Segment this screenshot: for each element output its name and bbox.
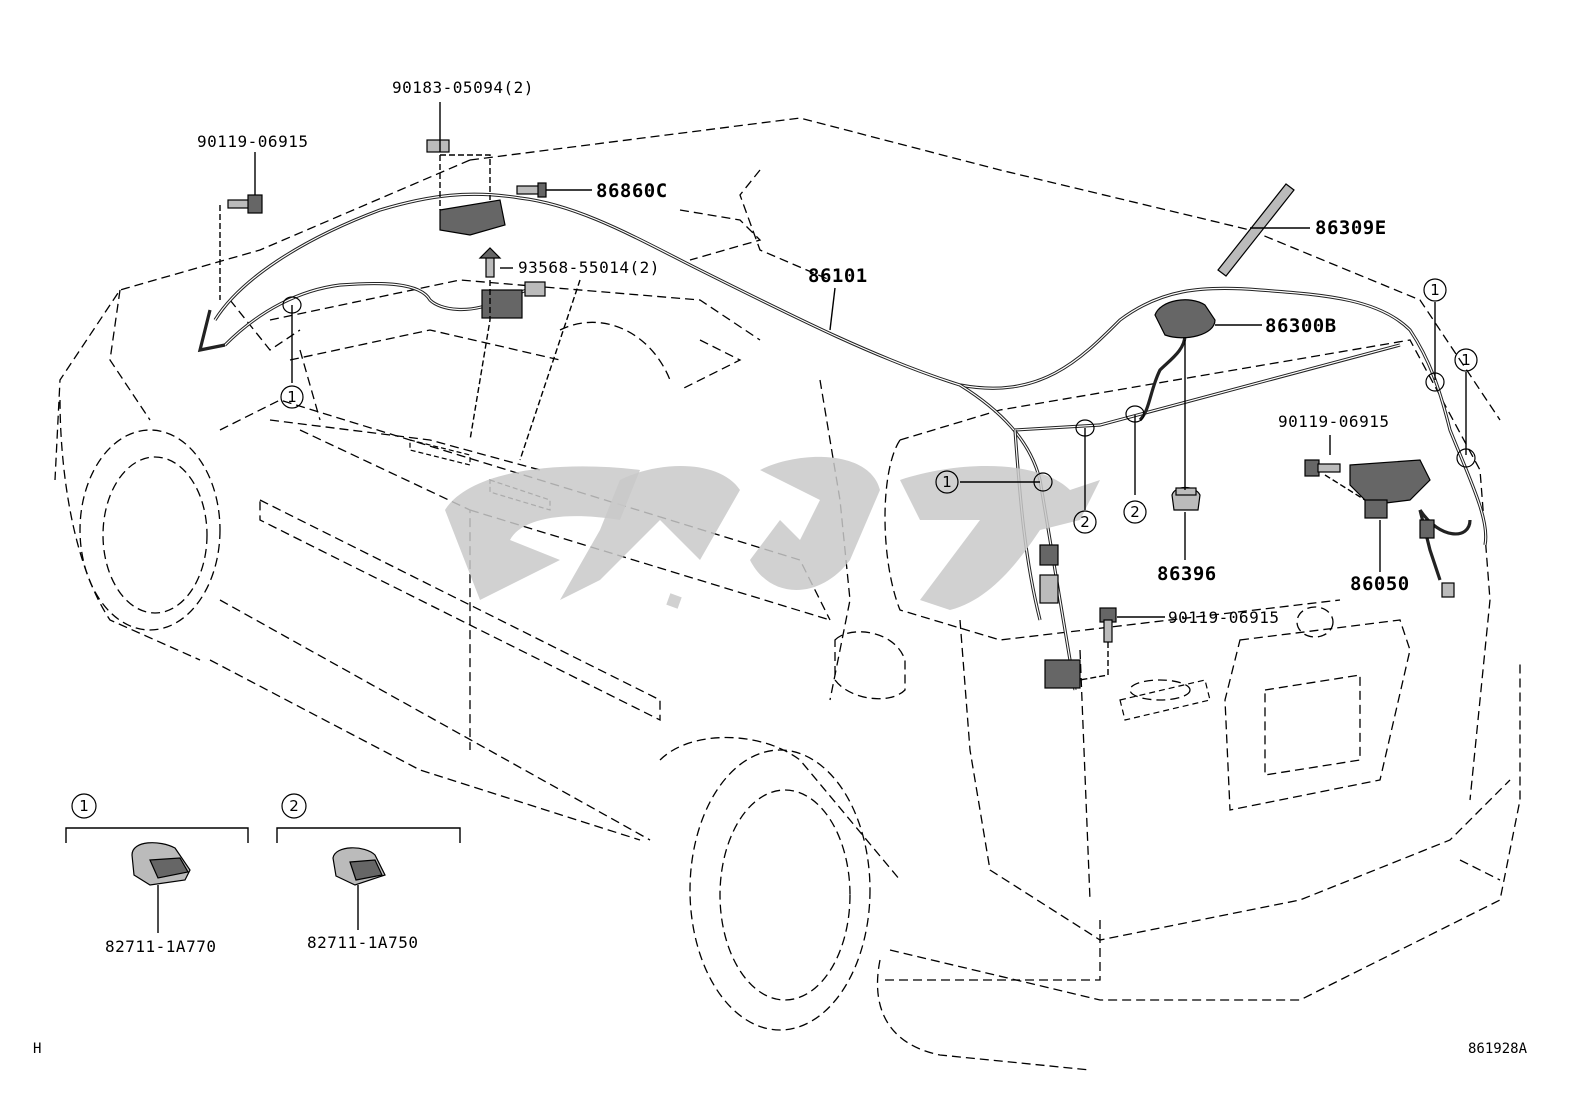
svg-text:1: 1 xyxy=(79,797,89,815)
car-body-outline xyxy=(54,117,1521,1071)
clamp-2-part xyxy=(332,847,386,886)
amplifier-part xyxy=(1349,459,1455,598)
bolt-right-part xyxy=(1304,459,1341,477)
callout-circle-2: 2 xyxy=(1123,500,1147,524)
label-93568-55014: 93568-55014(2) xyxy=(518,258,660,277)
clamp-1-part xyxy=(131,842,191,886)
label-90119-06915-front: 90119-06915 xyxy=(197,132,308,151)
antenna-rod-part xyxy=(1217,183,1295,277)
bolt-front-part xyxy=(227,194,263,214)
callout-circle-1: 1 xyxy=(1423,278,1447,302)
label-86300B: 86300B xyxy=(1265,315,1337,337)
label-90119-06915-rear: 90119-06915 xyxy=(1168,608,1279,627)
label-86309E: 86309E xyxy=(1315,217,1387,239)
screw-front-part xyxy=(478,247,502,278)
cord-86860C-connector xyxy=(516,182,547,198)
label-86101: 86101 xyxy=(808,265,868,287)
leader-lines xyxy=(65,102,1467,933)
label-86860C: 86860C xyxy=(596,180,668,202)
label-82711-1A770: 82711-1A770 xyxy=(105,937,216,956)
callout-circle-1: 1 xyxy=(1454,348,1478,372)
callout-circle-2: 2 xyxy=(1073,510,1097,534)
svg-text:2: 2 xyxy=(1130,503,1140,521)
callout-circle-1: 1 xyxy=(280,385,304,409)
svg-text:1: 1 xyxy=(1461,351,1471,369)
antenna-base-part xyxy=(1154,299,1216,339)
svg-text:2: 2 xyxy=(289,797,299,815)
grommet-part xyxy=(1171,486,1201,511)
label-86050: 86050 xyxy=(1350,573,1410,595)
label-86396: 86396 xyxy=(1157,563,1217,585)
antenna-base-cord xyxy=(1138,334,1187,422)
footer-diagram-code: 861928A xyxy=(1468,1041,1528,1057)
footer-left-code: H xyxy=(33,1041,41,1057)
detail-callout-1: 1 xyxy=(71,793,97,819)
label-90119-06915-right: 90119-06915 xyxy=(1278,412,1389,431)
svg-text:1: 1 xyxy=(287,388,297,406)
front-bracket-part xyxy=(426,139,546,319)
label-90183-05094: 90183-05094(2) xyxy=(392,78,534,97)
antenna-cord-86860C xyxy=(197,281,541,353)
watermark-logo xyxy=(445,456,1100,610)
clamp-markers xyxy=(282,296,1476,492)
callout-circle-1: 1 xyxy=(935,470,959,494)
rear-connectors xyxy=(1039,544,1081,689)
svg-text:1: 1 xyxy=(1430,281,1440,299)
svg-text:1: 1 xyxy=(942,473,952,491)
svg-text:2: 2 xyxy=(1080,513,1090,531)
detail-callout-2: 2 xyxy=(281,793,307,819)
bolt-rear-part xyxy=(1099,607,1117,643)
label-82711-1A750: 82711-1A750 xyxy=(307,933,418,952)
